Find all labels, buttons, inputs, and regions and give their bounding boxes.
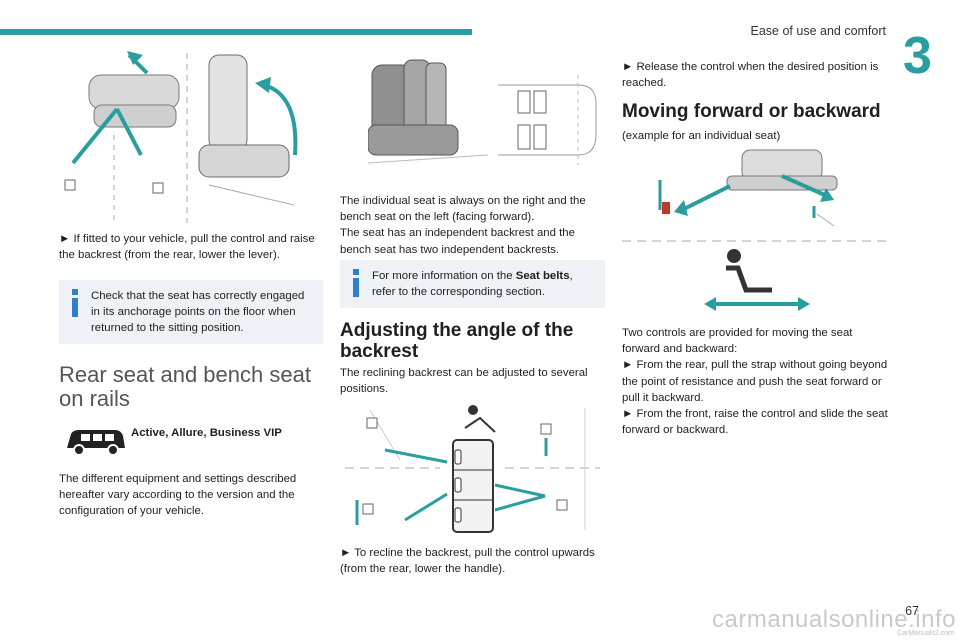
backrest-raise-illustration	[59, 45, 323, 225]
step-raise-backrest: ► If fitted to your vehicle, pull the co…	[59, 233, 315, 262]
note-seatbelts: For more information on the Seat belts, …	[340, 260, 605, 308]
seat-layout-text: The individual seat is always on the rig…	[340, 195, 586, 256]
chapter-number: 3	[903, 27, 932, 85]
van-icon	[67, 430, 125, 456]
heading-rear-seat: Rear seat and bench seat on rails	[59, 362, 311, 411]
page-number: 67	[905, 604, 919, 618]
step-release: ► Release the control when the desired p…	[622, 61, 879, 90]
note-anchorage-text: Check that the seat has correctly engage…	[91, 290, 305, 334]
seat-layout-illustration	[368, 59, 597, 165]
info-icon	[72, 289, 78, 317]
reclining-text: The reclining backrest can be adjusted t…	[340, 367, 588, 396]
controls-text: Two controls are provided for moving the…	[622, 327, 888, 437]
section-title: Ease of use and comfort	[750, 24, 887, 38]
intro-equipment: The different equipment and settings des…	[59, 473, 297, 518]
versions-label: Active, Allure, Business VIP	[131, 427, 282, 439]
note-seatbelts-prefix: For more information on the	[372, 270, 516, 282]
step-recline: ► To recline the backrest, pull the cont…	[340, 547, 595, 576]
slide-illustration	[622, 149, 888, 311]
watermark-small: CarManuals2.com	[897, 630, 954, 637]
heading-moving: Moving forward or backward	[622, 101, 881, 122]
heading-backrest-angle: Adjusting the angle of the backrest	[340, 320, 574, 362]
info-icon	[353, 269, 359, 297]
note-seatbelts-link: Seat belts	[515, 270, 570, 282]
header-accent-bar	[0, 29, 472, 35]
example-note: (example for an individual seat)	[622, 130, 781, 142]
note-anchorage: Check that the seat has correctly engage…	[59, 280, 323, 344]
note-seatbelts-suffix: , refer to the corresponding section.	[372, 270, 573, 298]
watermark: carmanualsonline.info	[712, 606, 956, 633]
recline-illustration	[345, 405, 600, 533]
